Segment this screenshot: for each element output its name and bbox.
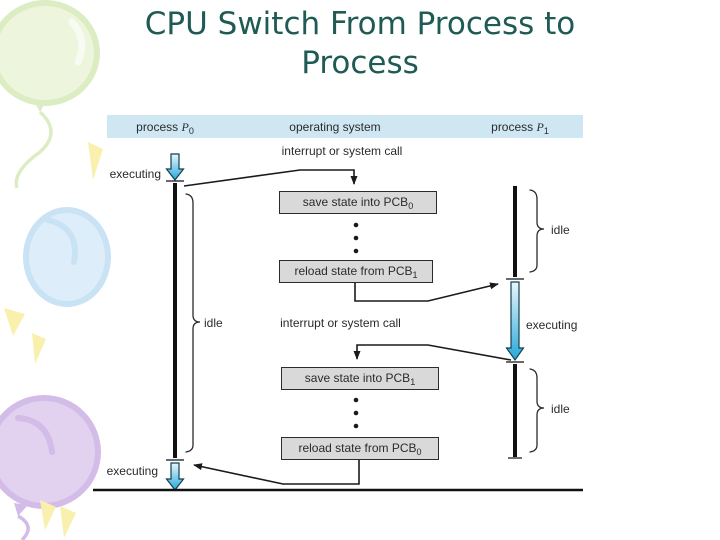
- interrupt-caption-top: interrupt or system call: [281, 144, 403, 158]
- header-process-p1: process P1: [491, 120, 549, 136]
- yellow-confetti-icon: [88, 142, 103, 180]
- p0-executing-arrow-top: [165, 153, 185, 181]
- green-balloon-icon: [0, 0, 100, 189]
- p0-executing-arrow-bottom: [165, 462, 185, 491]
- header-process-p0: process P0: [136, 120, 194, 136]
- slide-title-line1: CPU Switch From Process to: [144, 6, 576, 42]
- box-save-state-pcb0: save state into PCB0: [279, 191, 437, 214]
- p0-timeline: [166, 180, 184, 461]
- ellipsis-dots: [353, 222, 359, 429]
- box-reload-state-pcb1: reload state from PCB1: [279, 260, 433, 283]
- box-reload-state-pcb0: reload state from PCB0: [281, 437, 439, 460]
- yellow-confetti-icon: [40, 500, 76, 538]
- label-idle-p1-top: idle: [551, 223, 570, 237]
- label-executing-p0-top: executing: [109, 167, 161, 181]
- slide-title: CPU Switch From Process to Process: [60, 5, 660, 83]
- purple-balloon-icon: [0, 395, 101, 540]
- header-operating-system: operating system: [289, 120, 381, 134]
- interrupt-caption-bottom: interrupt or system call: [280, 316, 401, 330]
- label-executing-p0-bottom: executing: [106, 464, 158, 478]
- blue-balloon-icon: [23, 207, 111, 307]
- balloons-decoration: [0, 0, 111, 540]
- label-idle-p0: idle: [204, 316, 223, 330]
- slide-title-line2: Process: [301, 45, 419, 81]
- p1-timeline: [506, 186, 524, 459]
- label-idle-p1-bottom: idle: [551, 402, 570, 416]
- p1-executing-arrow: [505, 281, 525, 362]
- connector-lines: [183, 169, 512, 485]
- yellow-confetti-icon: [4, 308, 46, 364]
- idle-braces: [185, 189, 545, 453]
- diagram-header-bar: [107, 115, 583, 138]
- label-executing-p1: executing: [526, 318, 578, 332]
- box-save-state-pcb1: save state into PCB1: [281, 367, 439, 390]
